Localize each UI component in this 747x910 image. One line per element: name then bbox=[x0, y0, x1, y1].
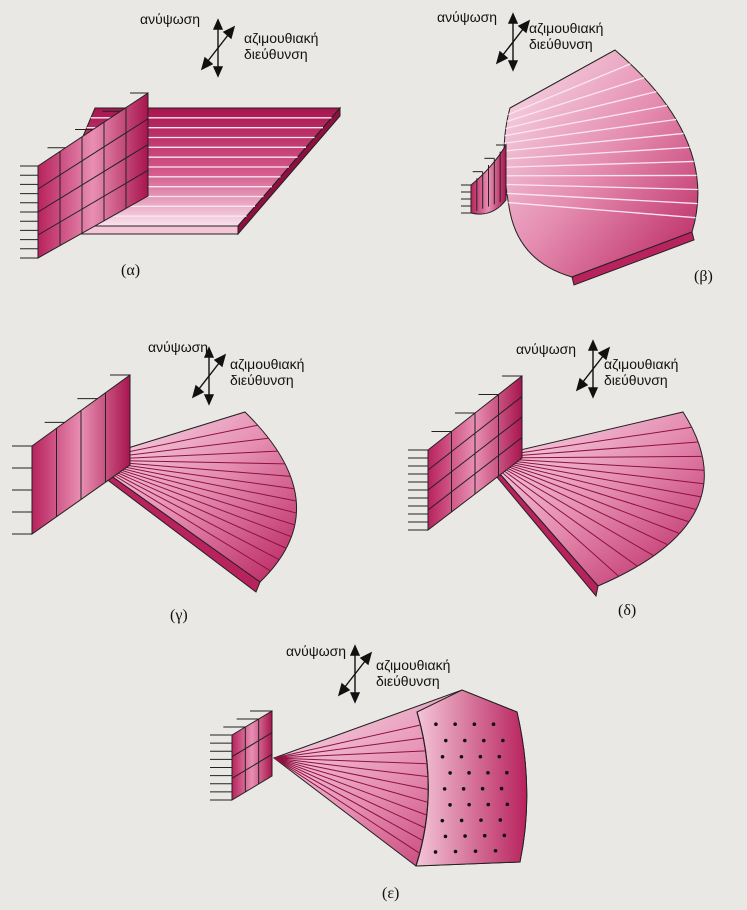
scatter-dot bbox=[434, 850, 438, 854]
lift-label-b: ανύψωση bbox=[437, 9, 497, 25]
scatter-dot bbox=[500, 787, 504, 791]
scatter-dot bbox=[473, 722, 477, 726]
scatter-dot bbox=[494, 849, 498, 853]
lift-label-e: ανύψωση bbox=[286, 643, 346, 659]
arrowhead bbox=[351, 693, 359, 702]
scatter-dot bbox=[486, 771, 490, 775]
scatter-dot bbox=[444, 739, 448, 743]
scatter-dot bbox=[479, 818, 483, 822]
arrowhead bbox=[509, 61, 517, 70]
arrowhead bbox=[509, 14, 517, 23]
scatter-dot bbox=[467, 771, 471, 775]
scatter-dot bbox=[467, 803, 471, 807]
arrowhead bbox=[214, 67, 222, 76]
scatter-dot bbox=[444, 835, 448, 839]
scatter-dot bbox=[463, 834, 467, 838]
arrowhead bbox=[351, 646, 359, 655]
scatter-dot bbox=[460, 819, 464, 823]
direction-arrows-icon bbox=[497, 14, 529, 70]
scatter-dot bbox=[482, 739, 486, 743]
scatter-dot bbox=[454, 850, 458, 854]
scatter-dot bbox=[479, 755, 483, 759]
scatter-dot bbox=[441, 819, 445, 823]
caption-a: (α) bbox=[121, 262, 140, 280]
scatter-dot bbox=[448, 803, 452, 807]
scatter-dot bbox=[486, 803, 490, 807]
arrowhead bbox=[577, 379, 587, 390]
scatter-dot bbox=[448, 771, 452, 775]
arrowhead bbox=[202, 58, 212, 69]
panel-b-diagram bbox=[461, 50, 698, 285]
scatter-dot bbox=[499, 818, 503, 822]
arrowhead bbox=[589, 341, 597, 350]
lift-label-c: ανύψωση bbox=[148, 339, 208, 355]
scatter-dot bbox=[443, 787, 447, 791]
scatter-dot bbox=[505, 771, 509, 775]
direction-arrows-icon bbox=[193, 348, 225, 404]
caption-d: (δ) bbox=[618, 602, 636, 620]
volume-side bbox=[416, 690, 527, 866]
arrowhead bbox=[214, 20, 222, 29]
scatter-dot bbox=[501, 739, 505, 743]
scatter-dot bbox=[506, 803, 510, 807]
arrowhead bbox=[205, 395, 213, 404]
scatter-dot bbox=[460, 755, 464, 759]
antenna-array bbox=[232, 711, 272, 800]
arrowhead bbox=[497, 52, 507, 63]
azimuth-label-e: αζιμουθιακήδιεύθυνση bbox=[376, 657, 486, 689]
azimuth-label-a: αζιμουθιακήδιεύθυνση bbox=[244, 30, 354, 62]
scatter-dot bbox=[463, 739, 467, 743]
caption-e: (ε) bbox=[382, 885, 399, 903]
arrowhead bbox=[215, 355, 225, 366]
panel-e-diagram bbox=[210, 690, 527, 866]
arrowhead bbox=[339, 684, 349, 695]
caption-b: (β) bbox=[694, 268, 713, 286]
scatter-dot bbox=[441, 755, 445, 759]
caption-c: (γ) bbox=[170, 607, 188, 625]
arrowhead bbox=[361, 653, 371, 664]
scatter-dot bbox=[434, 722, 438, 726]
scatter-dot bbox=[483, 834, 487, 838]
scatter-dot bbox=[492, 722, 496, 726]
panel-a-diagram bbox=[20, 93, 340, 258]
arrowhead bbox=[519, 21, 529, 32]
scatter-dot bbox=[474, 849, 478, 853]
scatter-dot bbox=[481, 787, 485, 791]
direction-arrows-icon bbox=[202, 20, 234, 76]
lift-label-a: ανύψωση bbox=[140, 11, 200, 27]
scatter-dot bbox=[498, 755, 502, 759]
arrowhead bbox=[193, 386, 203, 397]
panel-d-diagram bbox=[408, 376, 704, 596]
scatter-dot bbox=[503, 834, 507, 838]
arrowhead bbox=[224, 27, 234, 38]
panel-c-diagram bbox=[12, 375, 297, 592]
arrowhead bbox=[589, 388, 597, 397]
lift-label-d: ανύψωση bbox=[516, 341, 576, 357]
scatter-dot bbox=[462, 787, 466, 791]
scatter-dot bbox=[453, 722, 457, 726]
